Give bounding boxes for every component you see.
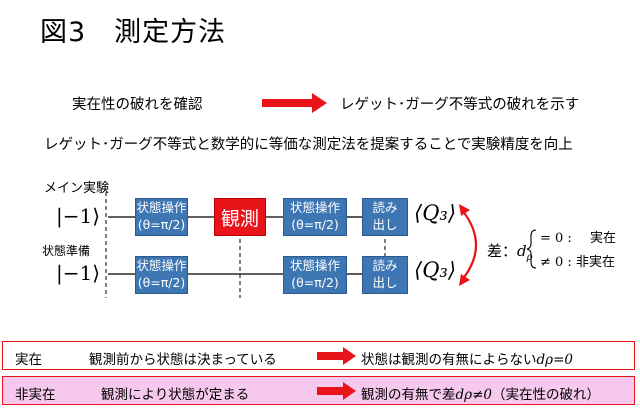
case-real-condition: = 0 : [540, 231, 572, 246]
right-arrow-icon [262, 93, 327, 113]
state-operation-box-2: 状態操作 (θ=π/2) [283, 198, 347, 236]
nonrealism-result: 観測の有無で差dρ≠0（実在性の破れ） [361, 383, 600, 403]
nonrealism-description: 観測により状態が定まる [101, 387, 250, 403]
readout-label-line2: 出し [372, 217, 398, 232]
state-operation-box-3: 状態操作 (θ=π/2) [135, 256, 188, 294]
description-text: レゲット･ガーグ不等式と数学的に等価な測定法を提案することで実験精度を向上 [44, 137, 573, 153]
readout-label-line1: 読み [372, 258, 398, 273]
case-nonreal: ≠ 0 : 非実在 [540, 251, 615, 270]
right-arrow-icon [317, 347, 356, 365]
state-operation-label: 状態操作 [289, 200, 340, 215]
ket-minus-one-bottom: |−1⟩ [56, 261, 101, 285]
expectation-q3-top: ⟨Q₃⟩ [414, 201, 457, 225]
difference-word: 差： [487, 242, 518, 260]
state-operation-label: 状態操作 [136, 200, 187, 215]
readout-label-line2: 出し [372, 275, 398, 290]
page-title: 図3 測定方法 [40, 17, 227, 48]
realism-box: 実在 観測前から状態は決まっている 状態は観測の有無によらないdρ=0 [2, 341, 635, 370]
nonrealism-term: 非実在 [15, 387, 56, 403]
nonrealism-result-math: dρ≠0 [455, 387, 492, 403]
d-symbol: d [517, 242, 527, 260]
goal-right-text: レゲット･ガーグ不等式の破れを示す [340, 97, 580, 113]
ket-minus-one-top: |−1⟩ [56, 204, 101, 228]
d-subscript: ρ [526, 252, 533, 263]
state-operation-angle: (θ=π/2) [291, 275, 339, 290]
realism-result: 状態は観測の有無によらないdρ=0 [361, 348, 573, 368]
goal-left-text: 実在性の破れを確認 [72, 97, 203, 113]
right-arrow-icon [317, 382, 356, 400]
state-operation-angle: (θ=π/2) [291, 217, 339, 232]
state-operation-label: 状態操作 [136, 258, 187, 273]
readout-box-2: 読み 出し [362, 256, 408, 294]
realism-result-math: dρ=0 [536, 352, 573, 368]
realism-description: 観測前から状態は決まっている [89, 352, 277, 368]
nonrealism-box: 非実在 観測により状態が定まる 観測の有無で差dρ≠0（実在性の破れ） [2, 376, 635, 405]
measurement-box: 観測 [214, 198, 266, 236]
expectation-q3-bottom: ⟨Q₃⟩ [414, 258, 457, 282]
state-operation-label: 状態操作 [289, 258, 340, 273]
state-operation-box-4: 状態操作 (θ=π/2) [283, 256, 347, 294]
realism-result-text: 状態は観測の有無によらない [361, 352, 537, 368]
state-operation-angle: (θ=π/2) [137, 275, 186, 290]
difference-label: 差：dρ [487, 240, 533, 263]
case-real: = 0 : 実在 [540, 227, 616, 246]
nonrealism-result-text: 観測の有無で差 [361, 387, 456, 403]
main-experiment-label: メイン実験 [44, 181, 110, 196]
case-nonreal-condition: ≠ 0 : [540, 255, 572, 270]
case-nonreal-result: 非実在 [575, 255, 615, 270]
readout-box-1: 読み 出し [362, 198, 408, 236]
nonrealism-result-note: （実在性の破れ） [491, 387, 600, 403]
state-operation-angle: (θ=π/2) [137, 217, 186, 232]
state-prep-label: 状態準備 [42, 244, 91, 258]
realism-term: 実在 [15, 352, 42, 368]
case-real-result: 実在 [589, 231, 616, 246]
readout-label-line1: 読み [372, 200, 398, 215]
state-operation-box-1: 状態操作 (θ=π/2) [135, 198, 188, 236]
